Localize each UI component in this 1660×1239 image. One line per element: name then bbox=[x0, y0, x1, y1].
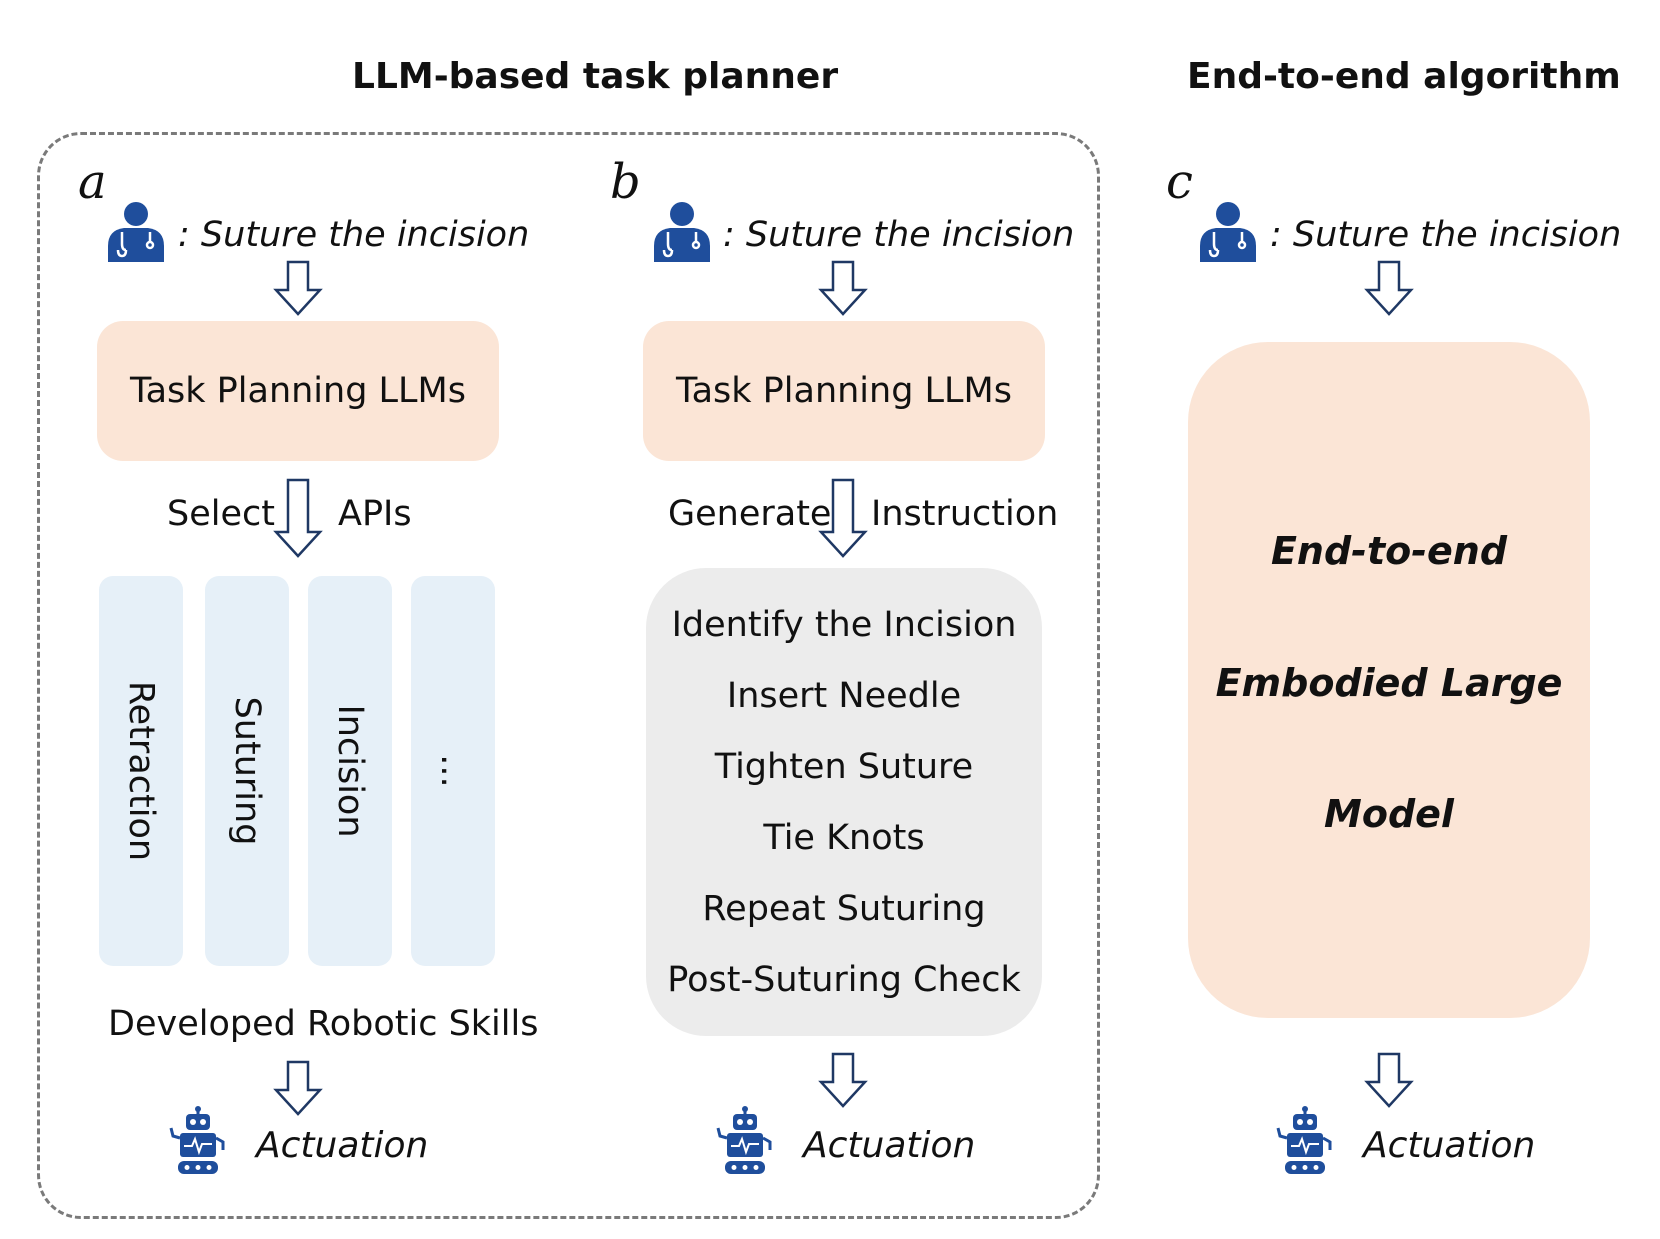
instruction-step: Tie Knots bbox=[763, 818, 925, 858]
task-planning-llms-box-a: Task Planning LLMs bbox=[97, 321, 499, 461]
prompt-text-c: : Suture the incision bbox=[1270, 215, 1622, 255]
actuation-label-c: Actuation bbox=[1363, 1125, 1536, 1166]
model-line: Model bbox=[1324, 792, 1454, 836]
api-label: ... bbox=[433, 754, 473, 788]
llm-planner-frame bbox=[37, 132, 1100, 1219]
robot-icon bbox=[715, 1106, 775, 1178]
instruction-step: Repeat Suturing bbox=[702, 889, 986, 929]
arrow-label-instruction: Instruction bbox=[871, 494, 1059, 534]
api-column-incision: Incision bbox=[308, 576, 392, 966]
panel-letter-c: c bbox=[1166, 154, 1193, 210]
panel-letter-b: b bbox=[610, 154, 641, 210]
robot-icon bbox=[1275, 1106, 1335, 1178]
api-column-suturing: Suturing bbox=[205, 576, 289, 966]
instruction-step: Post-Suturing Check bbox=[667, 960, 1021, 1000]
panel-letter-a: a bbox=[78, 154, 107, 210]
title-end-to-end: End-to-end algorithm bbox=[1187, 56, 1621, 97]
api-label: Suturing bbox=[227, 696, 267, 846]
down-arrow-icon bbox=[818, 260, 868, 316]
doctor-icon bbox=[104, 200, 168, 264]
prompt-text-a: : Suture the incision bbox=[178, 215, 530, 255]
down-arrow-icon bbox=[273, 1060, 323, 1116]
developed-robotic-skills-label: Developed Robotic Skills bbox=[108, 1004, 539, 1044]
instruction-step: Insert Needle bbox=[726, 676, 962, 716]
arrow-label-apis: APIs bbox=[338, 494, 412, 534]
down-arrow-icon bbox=[1364, 1052, 1414, 1108]
api-label: Incision bbox=[330, 704, 370, 838]
model-line: End-to-end bbox=[1270, 529, 1508, 573]
robot-icon bbox=[168, 1106, 228, 1178]
arrow-label-generate: Generate bbox=[668, 494, 832, 534]
instruction-step: Identify the Incision bbox=[671, 605, 1017, 645]
down-arrow-icon bbox=[818, 478, 868, 558]
task-planning-llms-label-b: Task Planning LLMs bbox=[676, 371, 1012, 411]
api-column-more: ... bbox=[411, 576, 495, 966]
instruction-step: Tighten Suture bbox=[714, 747, 974, 787]
arrow-label-select: Select bbox=[167, 494, 275, 534]
task-planning-llms-label-a: Task Planning LLMs bbox=[130, 371, 466, 411]
title-llm-task-planner: LLM-based task planner bbox=[352, 56, 839, 97]
end-to-end-model-box: End-to-end Embodied Large Model bbox=[1188, 342, 1590, 1018]
instruction-steps-box: Identify the Incision Insert Needle Tigh… bbox=[646, 568, 1042, 1036]
down-arrow-icon bbox=[273, 478, 323, 558]
actuation-label-b: Actuation bbox=[803, 1125, 976, 1166]
actuation-label-a: Actuation bbox=[256, 1125, 429, 1166]
doctor-icon bbox=[1196, 200, 1260, 264]
doctor-icon bbox=[650, 200, 714, 264]
prompt-text-b: : Suture the incision bbox=[723, 215, 1075, 255]
down-arrow-icon bbox=[273, 260, 323, 316]
api-column-retraction: Retraction bbox=[99, 576, 183, 966]
api-label: Retraction bbox=[121, 680, 161, 862]
task-planning-llms-box-b: Task Planning LLMs bbox=[643, 321, 1045, 461]
down-arrow-icon bbox=[818, 1052, 868, 1108]
model-line: Embodied Large bbox=[1215, 661, 1563, 705]
down-arrow-icon bbox=[1364, 260, 1414, 316]
